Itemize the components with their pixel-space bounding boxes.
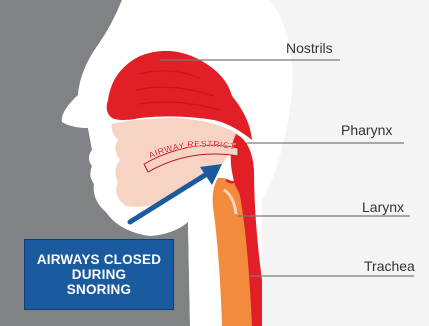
callout-line-3: SNORING (67, 282, 131, 297)
label-pharynx: Pharynx (341, 122, 392, 138)
callout-line-2: DURING (72, 267, 126, 282)
callout-line-1: AIRWAYS CLOSED (37, 252, 161, 267)
label-nostrils: Nostrils (286, 40, 333, 56)
label-trachea: Trachea (364, 258, 415, 274)
airways-closed-callout: AIRWAYS CLOSED DURING SNORING (24, 239, 174, 310)
label-larynx: Larynx (362, 199, 404, 215)
